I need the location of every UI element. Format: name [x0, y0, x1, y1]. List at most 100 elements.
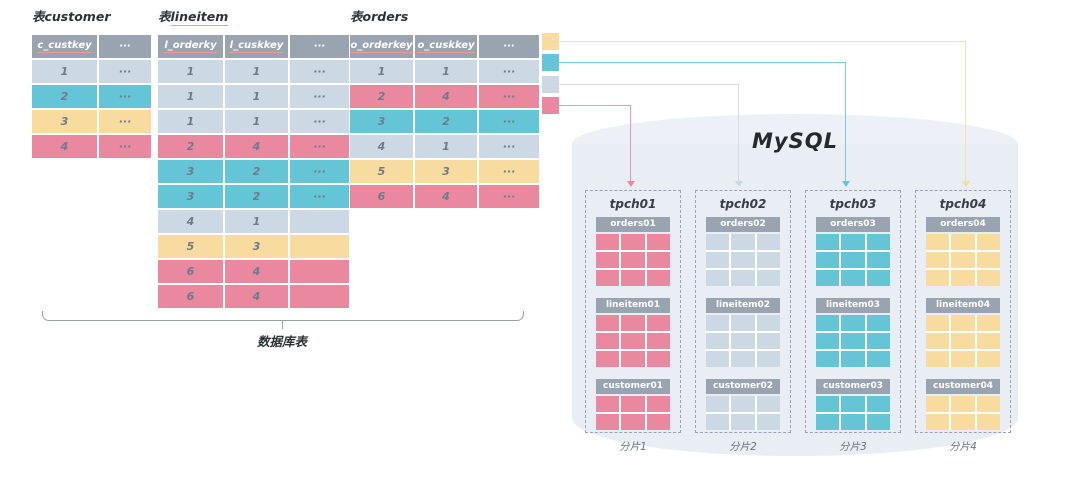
shard-table-label: lineitem03: [816, 298, 890, 313]
table-cell: [290, 235, 349, 258]
table-cell: 4: [225, 135, 288, 158]
shard-grid-cell: [926, 234, 950, 250]
table-cell: 6: [158, 285, 223, 308]
shard-grid-cell: [596, 396, 620, 412]
table-cell: 2: [225, 160, 288, 183]
table-cell: ···: [479, 110, 539, 133]
table-row: 2···: [32, 85, 151, 108]
table-cell: ···: [99, 60, 151, 83]
mapping-line-lightblue: [559, 84, 739, 85]
shard-grid-cell: [976, 414, 1000, 430]
shard-label: 分片1: [619, 441, 647, 453]
shard-table-label: orders02: [706, 217, 780, 232]
column-header: c_custkey: [32, 35, 97, 58]
shard-grid-cell: [951, 270, 975, 286]
shard-grid-cell: [706, 315, 730, 331]
table-cell: ···: [99, 135, 151, 158]
shard-grid-cell: [646, 414, 670, 430]
shard-grid-cell: [816, 270, 840, 286]
shard-table-label: customer02: [706, 379, 780, 394]
shard-table-label: customer04: [926, 379, 1000, 394]
shard-grid-cell: [731, 414, 755, 430]
table-cell: 1: [225, 110, 288, 133]
shard-grid-cell: [596, 252, 620, 268]
shard-grid-cell: [816, 315, 840, 331]
table-cell: 1: [158, 60, 223, 83]
mapping-line-lightblue: [738, 84, 739, 181]
shard-grid-cell: [731, 270, 755, 286]
shard-grid-cell: [706, 270, 730, 286]
shard-grid-cell: [596, 351, 620, 367]
shard-table-grid: [816, 234, 890, 286]
shard-label: 分片4: [949, 441, 977, 453]
shard-table-customer03: customer03: [816, 379, 890, 430]
shard-table-customer01: customer01: [596, 379, 670, 430]
shard-grid-cell: [731, 333, 755, 349]
shard-grid-cell: [816, 333, 840, 349]
database-title: MySQL: [752, 129, 838, 153]
shard-grid-cell: [621, 270, 645, 286]
shard-grid-cell: [951, 414, 975, 430]
shard-table-label: lineitem01: [596, 298, 670, 313]
shard-table-orders03: orders03: [816, 217, 890, 286]
column-header: o_cuskkey: [415, 35, 477, 58]
table-cell: ···: [479, 160, 539, 183]
shard-grid-cell: [756, 333, 780, 349]
mapping-line-yellow: [965, 41, 966, 181]
table-cell: 4: [415, 185, 477, 208]
shard-grid-cell: [706, 351, 730, 367]
shard-grid-cell: [841, 396, 865, 412]
shard-grid-cell: [926, 315, 950, 331]
shard-grid-cell: [951, 351, 975, 367]
shard-grid-cell: [731, 351, 755, 367]
shard-table-label: lineitem02: [706, 298, 780, 313]
shard-grid-cell: [756, 396, 780, 412]
shard-grid-cell: [976, 270, 1000, 286]
shard-table-grid: [706, 396, 780, 430]
table-cell: ···: [99, 110, 151, 133]
shard-grid-cell: [841, 270, 865, 286]
table-cell: 2: [158, 135, 223, 158]
shard-grid-cell: [951, 333, 975, 349]
shard-grid-cell: [646, 234, 670, 250]
table-cell: 4: [225, 285, 288, 308]
shard-grid-cell: [926, 252, 950, 268]
shard-table-label: orders03: [816, 217, 890, 232]
legend-color-swatch-pink: [542, 97, 559, 114]
shard-table-grid: [816, 396, 890, 430]
shard-grid-cell: [706, 414, 730, 430]
shard-grid-cell: [816, 414, 840, 430]
shard-grid-cell: [756, 234, 780, 250]
shard-table-grid: [596, 396, 670, 430]
shard-grid-cell: [866, 315, 890, 331]
table-row: 4···: [32, 135, 151, 158]
shard-grid-cell: [841, 333, 865, 349]
shard-table-lineitem03: lineitem03: [816, 298, 890, 367]
shard-grid-cell: [841, 351, 865, 367]
table-cell: 1: [158, 85, 223, 108]
shard-grid-cell: [621, 351, 645, 367]
table-cell: 6: [350, 185, 413, 208]
table-row: 1···: [32, 60, 151, 83]
shard-grid-cell: [706, 234, 730, 250]
shard-grid-cell: [951, 252, 975, 268]
shard-grid-cell: [976, 351, 1000, 367]
mapping-line-pink: [559, 105, 631, 106]
shard-label: 分片2: [729, 441, 757, 453]
mapping-arrowhead-pink: [626, 181, 635, 187]
table-cell: 3: [350, 110, 413, 133]
shard-table-grid: [816, 315, 890, 367]
shard-grid-cell: [841, 414, 865, 430]
shard-grid-cell: [756, 252, 780, 268]
shard-grid-cell: [976, 234, 1000, 250]
table-cell: 3: [415, 160, 477, 183]
